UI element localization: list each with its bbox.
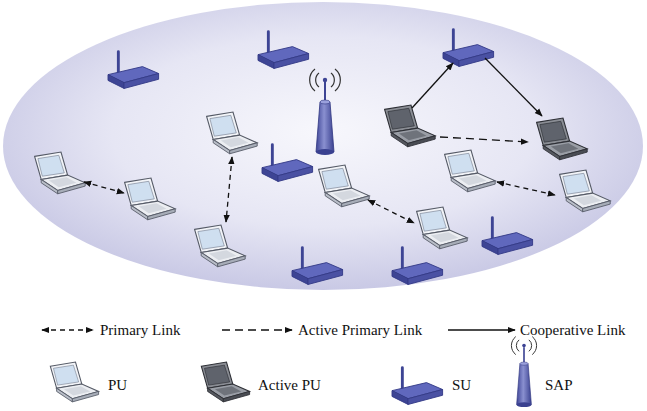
legend-cooperative-link-sample: [448, 329, 515, 330]
primary-link: [368, 200, 414, 223]
legend-su-icon: [392, 368, 443, 405]
legend-entry: SAP: [545, 376, 573, 394]
active-pu-laptop: [537, 118, 588, 160]
pu-laptop: [125, 178, 176, 220]
sap-tower: [310, 69, 341, 155]
cooperative-link: [412, 63, 453, 108]
pu-laptop: [560, 170, 611, 212]
active-primary-link: [440, 137, 528, 142]
legend-active-pu-icon: [201, 362, 249, 402]
legend-pu-icon: [50, 362, 98, 402]
network-area: [3, 2, 643, 290]
pu-laptop: [319, 165, 370, 207]
legend-entry: Primary Link: [100, 321, 180, 339]
active-pu-laptop: [385, 105, 436, 147]
legend-label: SAP: [545, 377, 573, 393]
su-router: [443, 30, 494, 67]
legend-entry: Active PU: [258, 376, 321, 394]
su-router: [108, 52, 159, 89]
su-router: [482, 218, 533, 255]
pu-laptop: [195, 225, 246, 267]
pu-laptop: [35, 152, 86, 194]
primary-link: [226, 157, 232, 222]
cooperative-link: [485, 58, 542, 116]
legend-entry: PU: [108, 376, 127, 394]
legend-active-link-sample: [222, 329, 292, 330]
legend-label: Cooperative Link: [520, 322, 625, 338]
legend-label: Active PU: [258, 377, 321, 393]
legend-entry: Active Primary Link: [298, 321, 422, 339]
primary-link: [84, 182, 124, 193]
su-router: [292, 248, 343, 285]
legend-entry: Cooperative Link: [520, 321, 625, 339]
legend-label: PU: [108, 377, 127, 393]
legend-label: Primary Link: [100, 322, 180, 338]
legend-sap-icon: [511, 337, 536, 408]
su-router: [392, 248, 443, 285]
su-router: [262, 145, 313, 182]
primary-link: [497, 182, 555, 195]
pu-laptop: [207, 112, 258, 154]
pu-laptop: [445, 150, 496, 192]
legend-label: SU: [452, 377, 471, 393]
pu-laptop: [417, 207, 468, 249]
su-router: [258, 32, 309, 69]
legend-label: Active Primary Link: [298, 322, 422, 338]
legend-primary-link-sample: [42, 329, 93, 330]
legend-entry: SU: [452, 376, 471, 394]
